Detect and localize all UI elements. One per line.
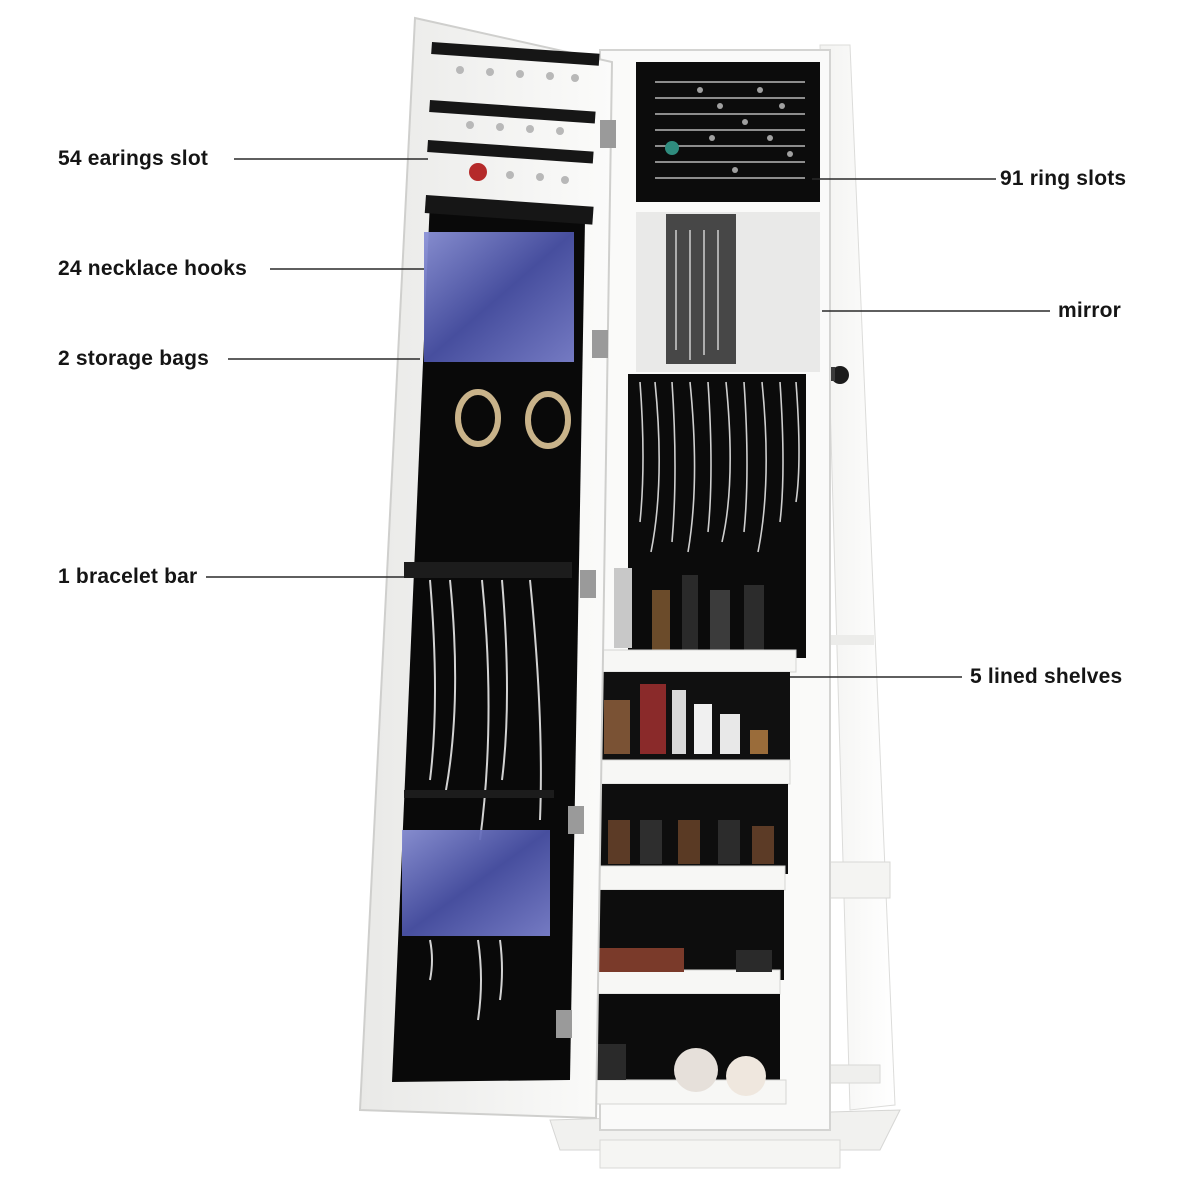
callout-mirror: mirror: [1058, 299, 1122, 322]
perfume-bottles-top: [614, 568, 764, 650]
callout-lines: [206, 158, 1050, 678]
callout-earring-slots: 54 earings slot: [58, 147, 209, 170]
cabinet-body: [575, 49, 831, 1131]
callout-storage-bags: 2 storage bags: [58, 347, 210, 370]
earrings: [456, 66, 579, 184]
callout-bracelet-bar: 1 bracelet bar: [58, 565, 198, 588]
callout-lined-shelves: 5 lined shelves: [970, 665, 1123, 688]
ring-rows: [655, 81, 805, 179]
hanging-necklaces: [639, 381, 800, 553]
rings: [665, 87, 793, 173]
callout-ring-slots: 91 ring slots: [1000, 167, 1127, 190]
bracelet-bar: [404, 562, 572, 578]
bracelets: [455, 389, 571, 449]
hinges: [556, 120, 616, 1038]
callout-necklace-hooks: 24 necklace hooks: [58, 257, 248, 280]
open-door: [358, 16, 616, 1120]
earring-bars: [424, 41, 600, 225]
